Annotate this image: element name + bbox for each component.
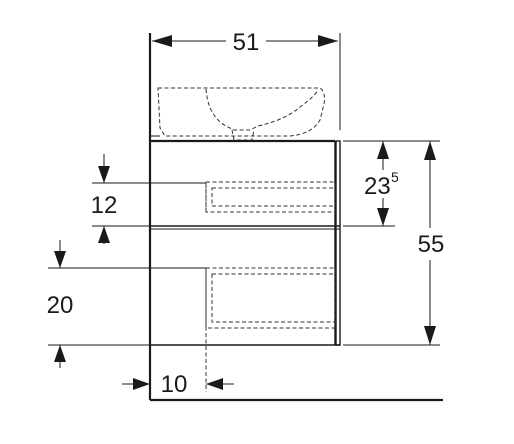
dimension-width: 51 xyxy=(152,29,338,56)
total-height-label: 55 xyxy=(418,231,445,258)
dimension-gap: 12 xyxy=(91,154,118,244)
dimension-upper-drawer: 23 5 xyxy=(364,141,399,226)
upper-drawer-label: 23 xyxy=(364,173,391,200)
side-offset-label: 10 xyxy=(161,371,188,398)
upper-drawer-label-sup: 5 xyxy=(391,169,399,185)
washbasin-outline xyxy=(157,87,325,141)
upper-drawer-interior xyxy=(205,181,336,213)
dimension-total-height: 55 xyxy=(418,141,445,345)
cabinet-body xyxy=(150,140,341,346)
gap-label: 12 xyxy=(91,192,118,219)
bottom-offset-label: 20 xyxy=(47,292,74,319)
lower-drawer-interior xyxy=(205,267,336,392)
dimension-bottom-offset: 20 xyxy=(47,240,74,368)
width-label: 51 xyxy=(233,29,260,56)
dimension-side-offset: 10 xyxy=(122,371,234,398)
